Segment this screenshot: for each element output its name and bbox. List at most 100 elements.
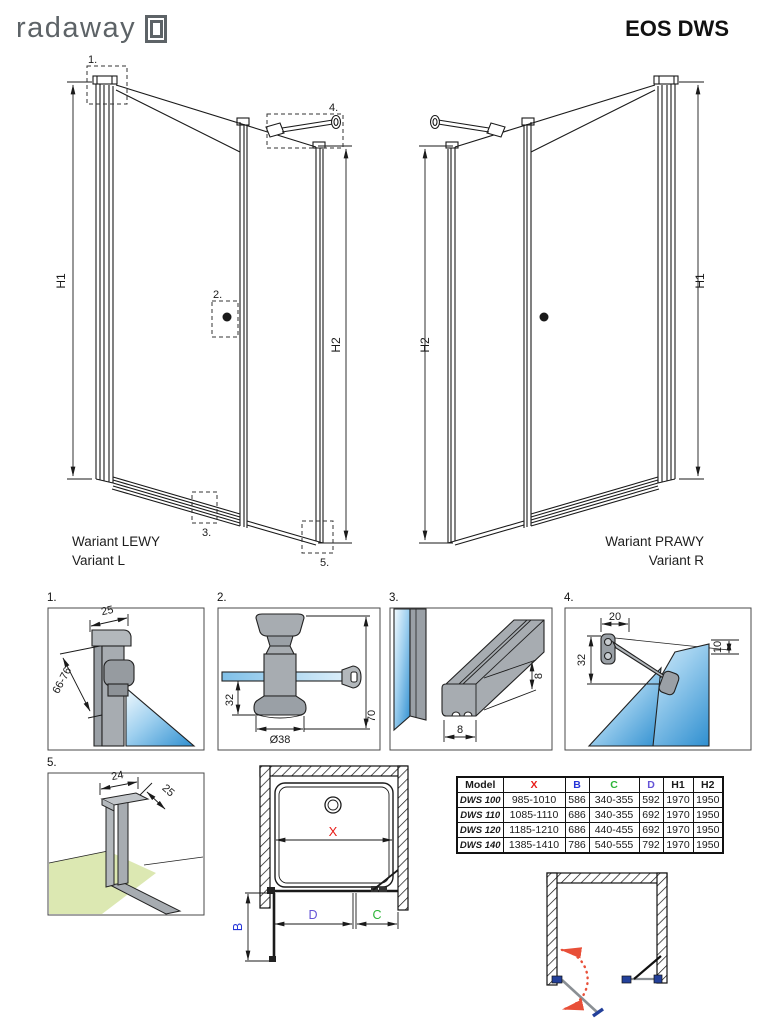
callout-5-box (301, 520, 334, 554)
plan-c-label: C (372, 908, 381, 922)
c-cell: 340-355 (588, 807, 640, 823)
detail-4-height-label: 10 (712, 641, 724, 653)
radaway-logo-mark-icon (145, 14, 168, 43)
elevation-left-geometry (67, 75, 352, 546)
detail-2-offset-label: 32 (224, 694, 236, 706)
callout-2-box (211, 300, 239, 338)
detail-4-drawing (587, 633, 730, 747)
col-model: Model (456, 776, 504, 793)
support-bar (265, 114, 342, 138)
right-h1-label: H1 (693, 273, 707, 289)
detail-5-width-label: 24 (110, 769, 124, 783)
detail-3-height-label: 8 (533, 673, 545, 679)
h1-cell: 1970 (662, 807, 694, 823)
h2-cell: 1950 (692, 822, 724, 838)
detail-5-dims (99, 777, 166, 810)
detail-1-dims (59, 614, 129, 719)
wall-profile (92, 75, 118, 484)
plan-d-label: D (308, 908, 317, 922)
page-title: EOS DWS (625, 16, 729, 41)
left-h2-label: H2 (329, 337, 343, 353)
detail-2-title: 2. (217, 592, 227, 604)
callout-2-label: 2. (213, 289, 222, 301)
callout-4-label: 4. (329, 102, 338, 114)
detail-1-title: 1. (47, 592, 57, 604)
hinge (551, 975, 563, 984)
variant-left-en: Variant L (72, 553, 126, 568)
variant-left-pl: Wariant LEWY (72, 534, 160, 549)
detail-4-support-bracket: 4. 20 10 32 (564, 592, 752, 751)
detail-2-knob: 2. 32 Ø38 70 (217, 592, 381, 751)
spec-table-header-row: Model X B C D H1 H2 (456, 776, 724, 793)
detail-4-width-label: 20 (609, 611, 621, 623)
callout-1-box (86, 65, 128, 105)
callout-boxes (86, 65, 344, 554)
col-h2: H2 (692, 776, 724, 793)
c-cell: 540-555 (588, 837, 640, 854)
variant-right-pl: Wariant PRAWY (605, 534, 704, 549)
detail-3-title: 3. (389, 592, 399, 604)
glass-pane (125, 686, 196, 747)
floor (49, 851, 156, 914)
callout-4-box (266, 113, 344, 149)
glass-pane-door (587, 666, 662, 747)
table-row: DWS 140 1385-1410 786 540-555 792 1970 1… (456, 837, 724, 854)
b-cell: 786 (564, 837, 590, 854)
detail-4-title: 4. (564, 592, 574, 604)
col-x: X (502, 776, 566, 793)
glass-pane (393, 608, 411, 732)
table-row: DWS 100 985-1010 586 340-355 592 1970 19… (456, 792, 724, 808)
col-b: B (564, 776, 590, 793)
walls (546, 872, 668, 986)
model-cell: DWS 100 (456, 792, 504, 808)
callout-labels: 1. 2. 3. 4. 5. (88, 54, 338, 569)
x-cell: 1085-1110 (502, 807, 566, 823)
c-cell: 440-455 (588, 822, 640, 838)
detail-5-title: 5. (47, 757, 57, 769)
b-cell: 686 (564, 822, 590, 838)
shower-tray (274, 782, 394, 888)
model-cell: DWS 140 (456, 837, 504, 854)
callout-3-label: 3. (202, 527, 211, 539)
right-h2-label: H2 (418, 337, 432, 353)
detail-2-diameter-label: Ø38 (270, 734, 291, 746)
model-cell: DWS 110 (456, 807, 504, 823)
h1-cell: 1970 (662, 822, 694, 838)
table-row: DWS 120 1185-1210 686 440-455 692 1970 1… (456, 822, 724, 838)
fixed-panel-assembly (621, 955, 663, 984)
detail-1-wall-profile: 1. 25 66-76 (47, 592, 205, 751)
variant-right-en: Variant R (649, 553, 705, 568)
model-cell: DWS 120 (456, 822, 504, 838)
radaway-logo: radaway (16, 12, 168, 45)
walls (259, 765, 409, 911)
detail-4-dims (587, 618, 739, 685)
detail-1-drawing (91, 629, 196, 747)
d-cell: 692 (638, 807, 664, 823)
detail-4-depth-label: 32 (576, 654, 588, 666)
table-row: DWS 110 1085-1110 686 340-355 692 1970 1… (456, 807, 724, 823)
elevation-right-geometry (419, 76, 704, 545)
h2-cell: 1950 (692, 792, 724, 808)
callout-1-label: 1. (88, 54, 97, 66)
fixed-panel (246, 141, 326, 546)
detail-2-dims (232, 615, 370, 732)
x-cell: 1385-1410 (502, 837, 566, 854)
left-h1-label: H1 (54, 273, 68, 289)
d-cell: 792 (638, 837, 664, 854)
x-cell: 1185-1210 (502, 822, 566, 838)
detail-3-drawing (393, 608, 545, 732)
detail-2-height-label: 70 (366, 710, 378, 722)
d-cell: 692 (638, 822, 664, 838)
h1-cell: 1970 (662, 792, 694, 808)
wall-bracket (653, 974, 663, 984)
brand-name: radaway (16, 12, 137, 44)
door-swing-schematic (546, 872, 668, 1018)
b-cell: 686 (564, 807, 590, 823)
callout-5-label: 5. (320, 557, 329, 569)
dimension-h2-lines (318, 145, 352, 544)
plan-b-label: B (231, 923, 245, 931)
detail-3-dims (443, 659, 537, 742)
plan-view: X B D C (231, 765, 409, 962)
detail-1-width-label: 25 (100, 604, 114, 618)
